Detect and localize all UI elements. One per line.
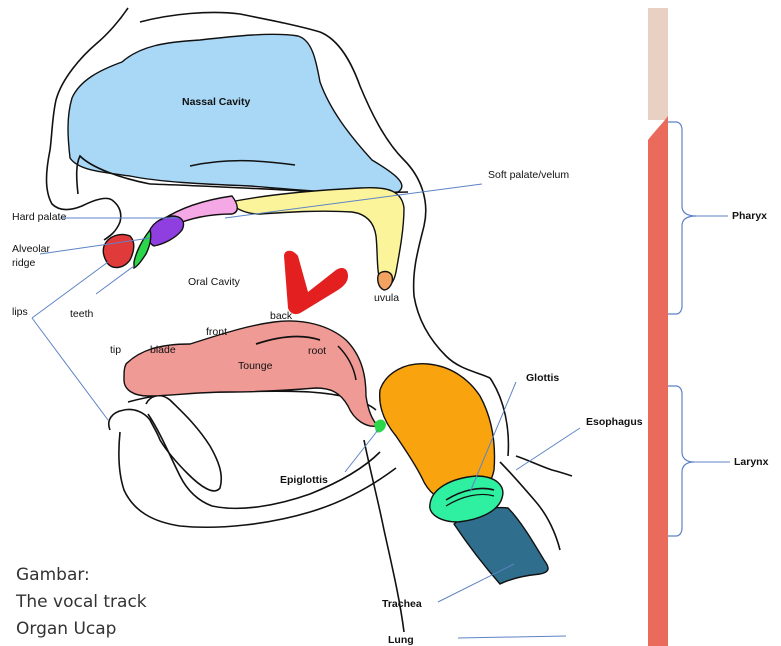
alveolar-region	[148, 216, 184, 246]
larynx-brace	[668, 386, 694, 536]
label-hard-palate: Hard palate	[12, 211, 66, 223]
caption-line-3: Organ Ucap	[16, 616, 147, 643]
label-larynx: Larynx	[734, 456, 768, 468]
soft-palate-region	[230, 188, 404, 287]
label-esophagus: Esophagus	[586, 416, 643, 428]
scale-bar-top	[648, 8, 668, 120]
label-glottis: Glottis	[526, 372, 559, 384]
uvula-region	[378, 272, 393, 291]
jaw-inner-outline	[148, 414, 380, 508]
label-lung: Lung	[388, 634, 414, 646]
label-root: root	[308, 345, 326, 357]
epiglottis-leaf	[374, 420, 386, 433]
label-front: front	[206, 326, 227, 338]
teeth-region	[134, 230, 151, 268]
label-lips: lips	[12, 306, 28, 318]
label-nasal-cavity: Nassal Cavity	[182, 96, 250, 108]
pharynx-brace	[668, 122, 696, 314]
caption-line-2: The vocal track	[16, 589, 147, 616]
label-back: back	[270, 310, 292, 322]
label-tongue: Tounge	[238, 360, 272, 372]
label-oral-cavity: Oral Cavity	[188, 276, 240, 288]
tongue-region	[124, 321, 378, 426]
label-blade: blade	[150, 344, 176, 356]
tongue-back-arrow	[284, 251, 348, 314]
nasal-cavity-region	[68, 34, 402, 193]
back-of-throat-outline	[490, 378, 572, 476]
scale-bar-red	[648, 116, 668, 646]
figure-caption: Gambar: The vocal track Organ Ucap	[16, 562, 147, 643]
label-soft-palate: Soft palate/velum	[488, 168, 598, 182]
label-pharynx: Pharyx	[732, 210, 767, 222]
label-tip: tip	[110, 344, 121, 356]
label-alveolar-ridge: Alveolar ridge	[12, 242, 66, 270]
label-teeth: teeth	[70, 308, 93, 320]
label-epiglottis: Epiglottis	[280, 474, 328, 486]
caption-line-1: Gambar:	[16, 562, 147, 589]
label-uvula: uvula	[374, 292, 399, 304]
chin-outline	[119, 432, 396, 527]
label-trachea: Trachea	[382, 598, 422, 610]
